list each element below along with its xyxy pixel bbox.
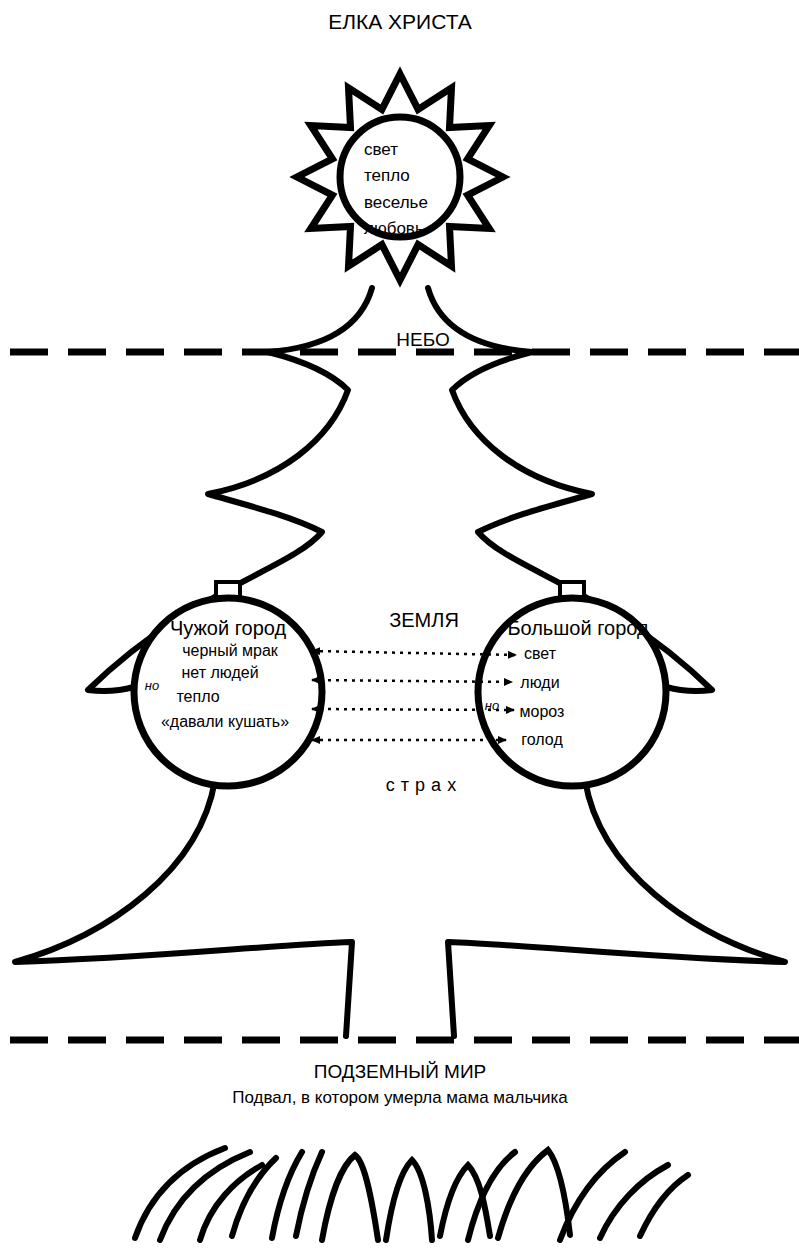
contrast-arrow (312, 680, 512, 682)
sun-node: свет тепло веселье любовь (295, 72, 505, 282)
root-stroke (560, 1152, 625, 1240)
ornament-ball (134, 598, 322, 786)
node-text: любовь (364, 220, 424, 239)
node-text: но (485, 699, 499, 713)
node-text: люди (520, 674, 559, 692)
ornament-heading: Чужой город (170, 617, 286, 639)
contrast-arrow (312, 651, 516, 655)
ornament-node: Большой город свет люди но мороз голод (474, 594, 670, 790)
node-text: нет людей (181, 664, 258, 682)
diagram-title: ЕЛКА ХРИСТА (328, 10, 472, 33)
tree-outline-right (428, 288, 785, 1036)
node-text: мороз (520, 703, 565, 721)
node-text: голод (521, 731, 562, 749)
node-text: свет (524, 645, 556, 663)
roots (135, 1148, 688, 1240)
node-text: но (145, 679, 159, 693)
root-stroke (135, 1148, 225, 1238)
contrast-arrow (312, 709, 514, 710)
root-stroke (296, 1152, 322, 1236)
contrast-arrow (312, 739, 506, 742)
tree-outline-left (15, 288, 372, 1036)
ground-boundary (10, 1037, 799, 1044)
region-label: Подвал, в котором умерла мама мальчика (232, 1089, 568, 1108)
node-text: веселье (364, 194, 428, 213)
sun-rays (297, 74, 503, 280)
node-text: свет (364, 141, 398, 160)
root-stroke (640, 1175, 688, 1236)
ornament-ball (478, 598, 666, 786)
ornament-heading: Большой город (507, 617, 648, 639)
root-stroke (386, 1160, 432, 1240)
root-stroke (468, 1152, 515, 1240)
region-label: страх (386, 776, 462, 796)
root-stroke (322, 1155, 378, 1240)
region-label: НЕБО (396, 330, 449, 351)
root-stroke (498, 1150, 570, 1238)
node-text: черный мрак (182, 642, 278, 660)
node-text: тепло (364, 167, 410, 186)
node-text: «давали кушать» (161, 713, 289, 731)
region-label: ПОДЗЕМНЫЙ МИР (314, 1062, 487, 1083)
ornament-node: Чужой город черный мрак нет людей но тепло «д… (130, 594, 326, 790)
node-text: тепло (176, 688, 219, 706)
region-label: ЗЕМЛЯ (389, 609, 459, 631)
root-stroke (232, 1158, 276, 1236)
